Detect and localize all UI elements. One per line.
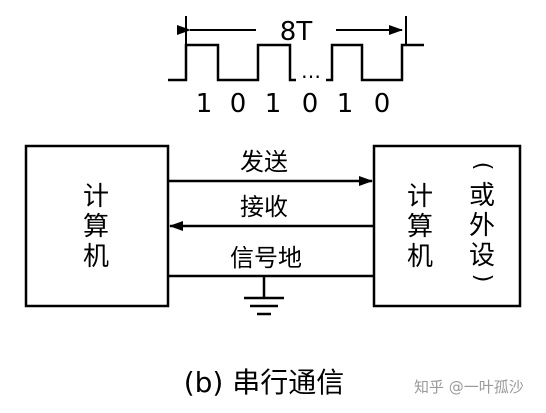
bit-label: 1 [337,89,354,119]
left-box-char: 计 [83,182,109,212]
waveform-ellipsis: … [301,59,321,83]
right-box-note-paren-open: ( [470,162,495,171]
right-box-note-char: 设 [469,241,495,271]
receive-line: 接收 [169,193,374,231]
ground-symbol-icon [244,296,284,316]
right-box-note-char: 或 [469,181,495,211]
square-waveform [168,43,424,82]
right-box-char: 计 [407,182,433,212]
right-box-char: 算 [407,212,433,242]
right-box-char: 机 [407,242,433,272]
period-dimension: 8T [177,16,407,47]
send-label: 发送 [240,148,288,176]
left-box-char: 机 [83,242,109,272]
bit-label: 1 [196,89,213,119]
right-computer-box: 计 算 机 ( 或 外 设 ) [372,144,522,308]
watermark: 知乎 @一叶孤沙 [414,378,524,396]
send-line: 发送 [168,148,373,186]
bit-label: 0 [302,89,319,119]
bit-label: 1 [265,89,282,119]
receive-label: 接收 [240,193,288,221]
bit-label: 0 [374,89,391,119]
left-computer-box: 计 算 机 [24,144,170,308]
right-box-note-paren-close: ) [470,274,495,283]
bit-label: 0 [230,89,247,119]
signal-ground-line: 信号地 [168,244,374,316]
period-label: 8T [280,17,313,47]
left-box-char: 算 [83,212,109,242]
right-box-note-char: 外 [469,211,495,241]
ground-label: 信号地 [230,244,302,272]
bit-labels: 1 0 1 0 1 0 [196,89,391,119]
caption: (b) 串行通信 [184,366,345,399]
